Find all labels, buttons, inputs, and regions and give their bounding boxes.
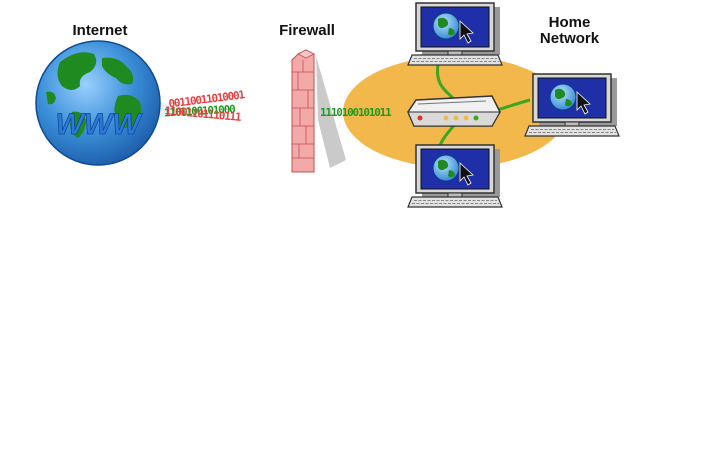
firewall-icon [291, 49, 346, 173]
firewall-label: Firewall [279, 22, 335, 39]
computer-icon-right [524, 73, 620, 137]
home-label-line1: Home [548, 14, 591, 31]
bit-stream-middle: 1101100101000 [164, 103, 236, 120]
home-label-line2: Network [539, 30, 600, 47]
home-network-label: Home Network [522, 15, 617, 47]
globe-www-text: WWW [56, 108, 144, 141]
computer-icon-top [407, 2, 503, 66]
globe-icon: WWW [35, 40, 171, 166]
computer-icon-bottom [407, 144, 503, 208]
bit-stream-inside: 1110100101011 [320, 106, 392, 119]
internet-label: Internet [72, 22, 128, 39]
router-icon [407, 95, 501, 127]
